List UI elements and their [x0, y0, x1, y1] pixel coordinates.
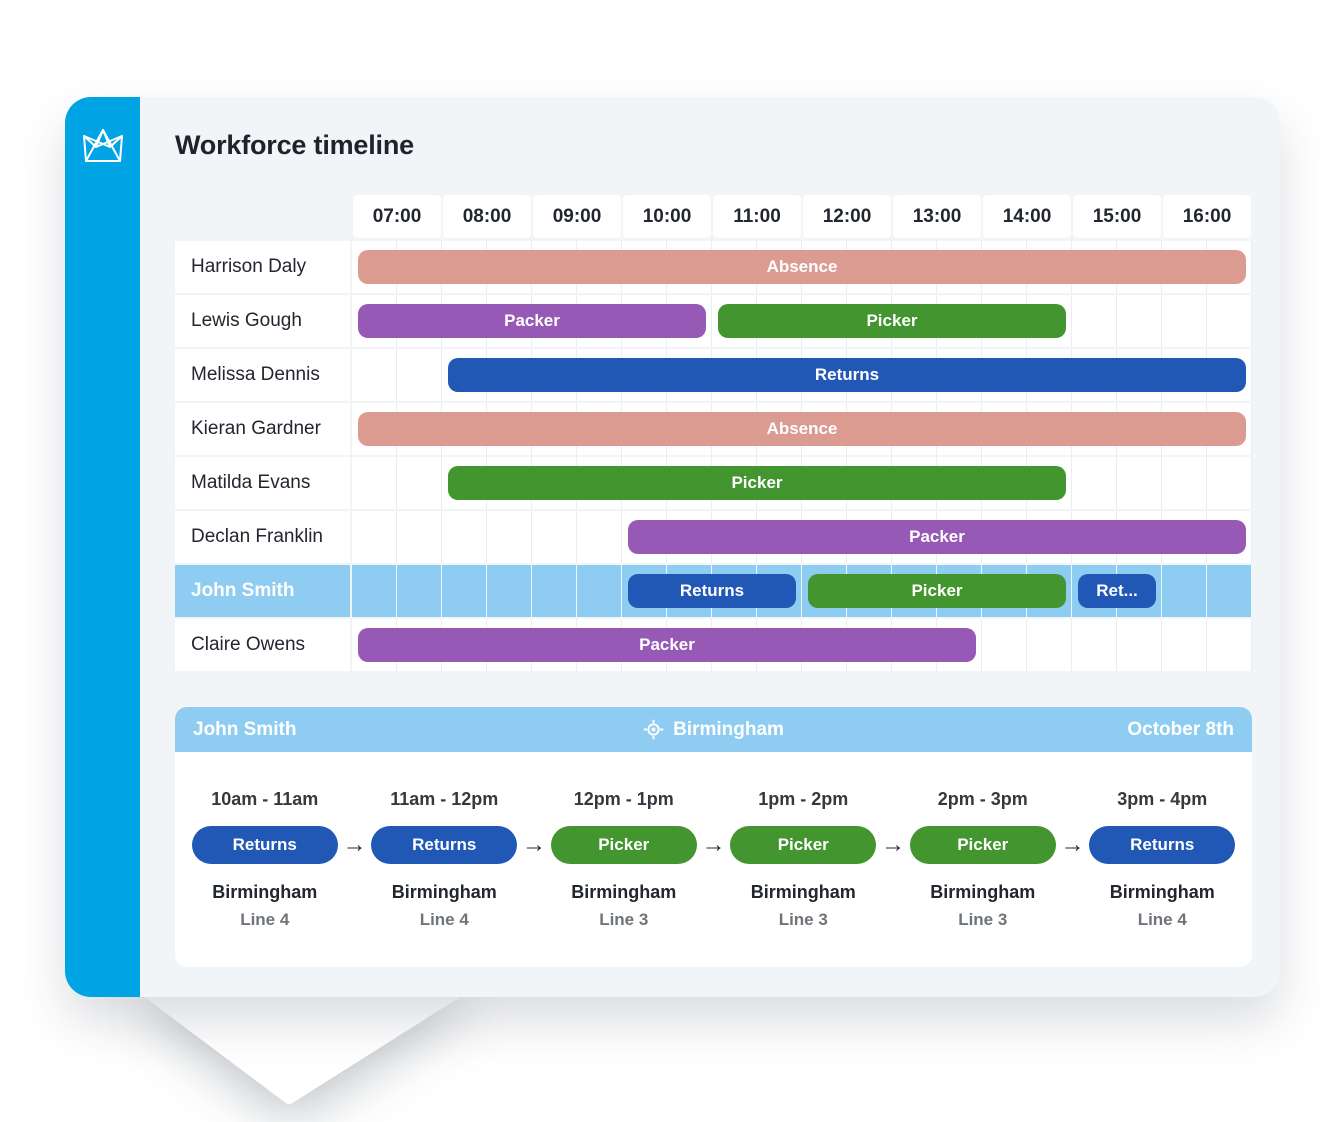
background-arrow-up: [869, 1, 1217, 113]
time-header-cell: 16:00: [1163, 195, 1251, 238]
shift-bar-returns[interactable]: Ret...: [1078, 574, 1156, 608]
slot-role-pill[interactable]: Returns: [371, 826, 518, 864]
slot-role-pill[interactable]: Picker: [909, 826, 1056, 864]
slot-time: 2pm - 3pm: [937, 789, 1028, 809]
crown-logo-icon: [83, 129, 123, 162]
detail-date: October 8th: [1127, 718, 1234, 740]
shift-bar-returns[interactable]: Returns: [628, 574, 796, 608]
shift-bar-picker[interactable]: Picker: [448, 466, 1066, 500]
arrow-right-icon: →: [701, 831, 726, 858]
time-header-cell: 14:00: [983, 195, 1071, 238]
time-header-cell: 07:00: [353, 195, 441, 238]
page-title: Workforce timeline: [175, 130, 414, 160]
slot-role-pill[interactable]: Returns: [1089, 826, 1236, 864]
employee-row-name[interactable]: Claire Owens: [175, 619, 350, 671]
sidebar: [65, 97, 140, 997]
slot-role-pill[interactable]: Picker: [550, 826, 697, 864]
time-header-cell: 10:00: [623, 195, 711, 238]
employee-row-track: Absence: [352, 403, 1252, 455]
slot-role-pill[interactable]: Picker: [730, 826, 877, 864]
shift-bar-packer[interactable]: Packer: [358, 628, 976, 662]
employee-row-name[interactable]: Melissa Dennis: [175, 349, 350, 401]
slot-time: 3pm - 4pm: [1117, 789, 1208, 809]
arrow-right-icon: →: [881, 831, 905, 858]
slot-line: Line 3: [778, 910, 828, 929]
shift-bar-returns[interactable]: Returns: [448, 358, 1246, 392]
slot-time: 11am - 12pm: [390, 789, 499, 809]
slot-site: Birmingham: [750, 882, 856, 902]
arrow-right-icon: →: [1060, 831, 1085, 858]
time-header-cell: 13:00: [893, 195, 981, 238]
slot-line: Line 3: [599, 910, 649, 929]
arrow-right-icon: →: [522, 831, 546, 858]
slot-line: Line 4: [240, 910, 290, 929]
time-header-cell: 12:00: [803, 195, 891, 238]
employee-row-name[interactable]: Lewis Gough: [175, 295, 350, 347]
slot-site: Birmingham: [930, 882, 1036, 902]
detail-header: John Smith Birmingham October 8th: [175, 707, 1252, 752]
employee-row-track: Packer Picker: [352, 295, 1252, 347]
employee-row-name[interactable]: Declan Franklin: [175, 511, 350, 563]
slot-site: Birmingham: [571, 882, 677, 902]
detail-location: Birmingham: [175, 719, 1252, 741]
employee-row-name[interactable]: Matilda Evans: [175, 457, 350, 509]
time-header-cell: 08:00: [443, 195, 531, 238]
arrow-right-icon: →: [342, 831, 367, 858]
time-header-cell: 09:00: [533, 195, 621, 238]
location-target-icon: [643, 719, 664, 740]
slot-site: Birmingham: [1109, 882, 1215, 902]
shift-bar-packer[interactable]: Packer: [628, 520, 1246, 554]
employee-row-name[interactable]: Harrison Daly: [175, 241, 350, 293]
slot-line: Line 3: [958, 910, 1008, 929]
detail-location-label: Birmingham: [673, 718, 784, 740]
slot-role-pill[interactable]: Returns: [191, 826, 338, 864]
employee-row-track: Picker: [352, 457, 1252, 509]
shift-bar-absence[interactable]: Absence: [358, 250, 1246, 284]
detail-employee-name: John Smith: [193, 718, 297, 740]
slot-site: Birmingham: [391, 882, 497, 902]
shift-bar-packer[interactable]: Packer: [358, 304, 706, 338]
shift-detail-panel: John Smith Birmingham October 8th 10am -…: [175, 707, 1252, 967]
employee-row-track: Returns: [352, 349, 1252, 401]
employee-row-name[interactable]: Kieran Gardner: [175, 403, 350, 455]
employee-row-track: Packer: [352, 619, 1252, 671]
slot-line: Line 4: [419, 910, 469, 929]
employee-row-track: Absence: [352, 241, 1252, 293]
slot-time: 10am - 11am: [211, 789, 319, 809]
slot-time: 1pm - 2pm: [758, 789, 849, 809]
employee-row-track: Returns Picker Ret...: [352, 565, 1252, 617]
slot-line: Line 4: [1137, 910, 1187, 929]
shift-bar-absence[interactable]: Absence: [358, 412, 1246, 446]
shift-bar-picker[interactable]: Picker: [718, 304, 1066, 338]
slot-site: Birmingham: [212, 882, 318, 902]
slot-time: 12pm - 1pm: [573, 789, 674, 809]
employee-row-name[interactable]: John Smith: [175, 565, 350, 617]
shift-bar-picker[interactable]: Picker: [808, 574, 1066, 608]
time-header-cell: 15:00: [1073, 195, 1161, 238]
time-header-cell: 11:00: [713, 195, 801, 238]
employee-row-track: Packer: [352, 511, 1252, 563]
